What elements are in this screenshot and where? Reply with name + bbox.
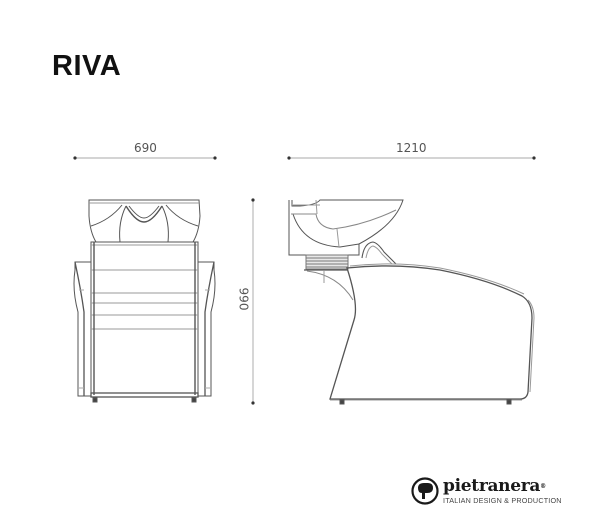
dimension-lines bbox=[73, 156, 536, 405]
pietranera-logo-mark-icon bbox=[411, 477, 439, 505]
brand-logo: pietranera® ITALIAN DESIGN & PRODUCTION bbox=[411, 477, 562, 505]
registered-mark: ® bbox=[540, 482, 546, 490]
brand-name: pietranera® bbox=[443, 475, 562, 496]
brand-tagline: ITALIAN DESIGN & PRODUCTION bbox=[443, 495, 562, 505]
brand-name-text: pietranera bbox=[443, 475, 541, 496]
product-title: RIVA bbox=[52, 50, 122, 82]
front-view bbox=[73, 199, 216, 403]
side-length-label: 1210 bbox=[396, 141, 427, 155]
front-width-label: 690 bbox=[134, 141, 157, 155]
side-view bbox=[288, 199, 535, 405]
